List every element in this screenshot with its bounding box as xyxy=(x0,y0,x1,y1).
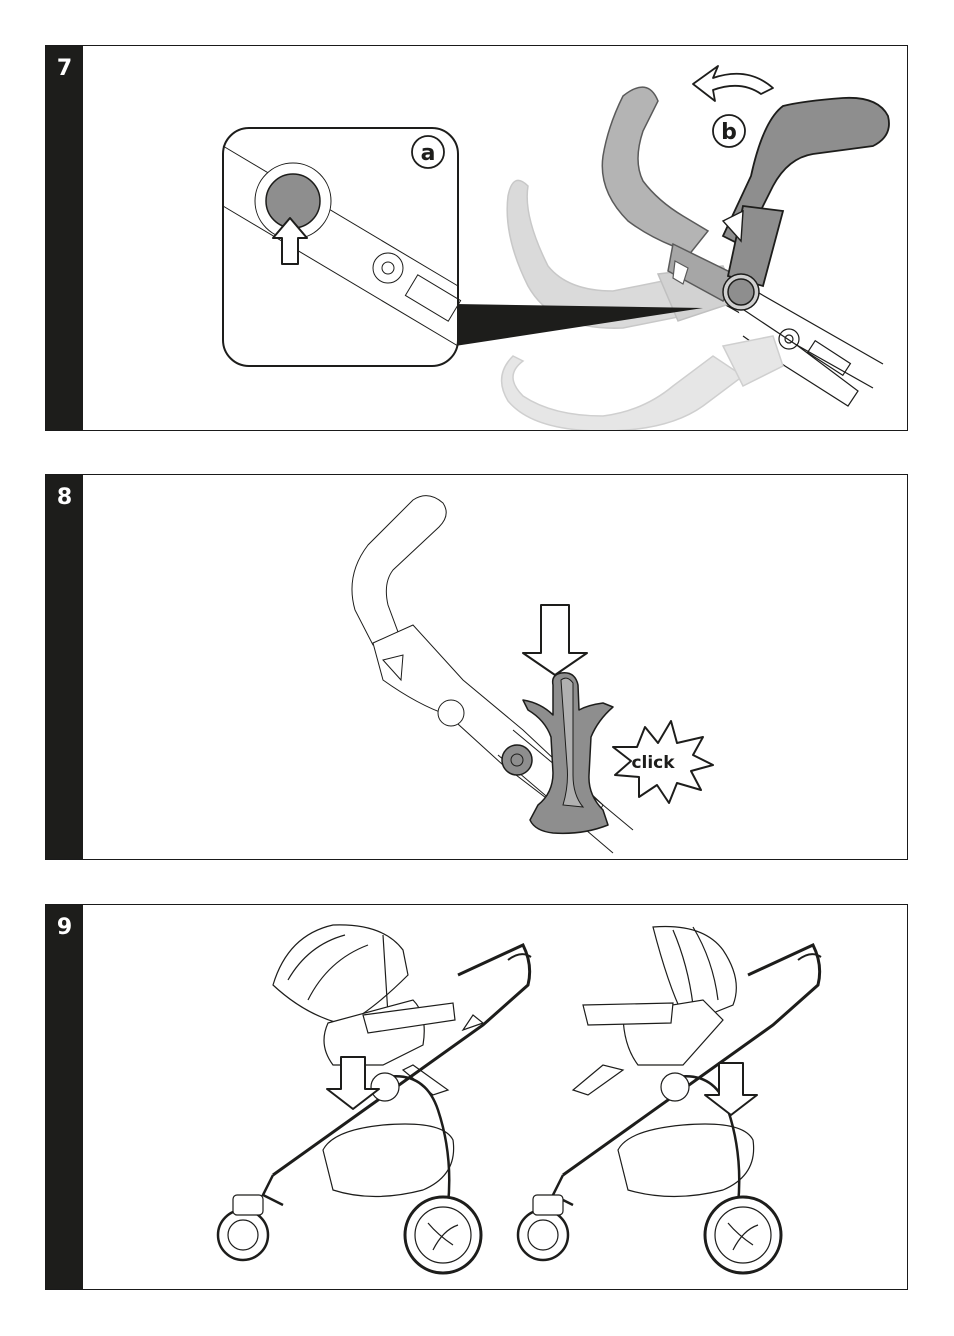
curved-arrow-left-icon xyxy=(693,66,773,101)
handle-position-low xyxy=(502,336,783,430)
step-8-illustration: click xyxy=(83,475,908,859)
stroller-right xyxy=(518,926,821,1273)
step-7-panel: 7 xyxy=(45,45,908,431)
step-7-number: 7 xyxy=(46,56,83,81)
callout-a-label: a xyxy=(421,141,436,166)
step-9-panel: 9 xyxy=(45,904,908,1290)
step-8-panel: 8 click xyxy=(45,474,908,860)
zoom-connector xyxy=(455,304,703,346)
step-9-number: 9 xyxy=(46,915,83,940)
step-9-bar: 9 xyxy=(46,905,83,1289)
handle-position-final xyxy=(723,98,889,310)
frame-knob xyxy=(502,745,532,775)
arrow-down-icon xyxy=(523,605,587,675)
callout-b: b xyxy=(713,115,745,147)
zoom-detail-a: a xyxy=(223,128,461,366)
step-9-illustration xyxy=(83,905,908,1289)
step-7-bar: 7 xyxy=(46,46,83,430)
starburst-icon: click xyxy=(613,721,713,803)
step-8-number: 8 xyxy=(46,485,83,510)
arrow-down-icon xyxy=(705,1063,757,1115)
stroller-left xyxy=(218,925,531,1273)
callout-b-label: b xyxy=(721,120,737,145)
click-label: click xyxy=(631,753,675,773)
step-8-bar: 8 xyxy=(46,475,83,859)
step-7-illustration: b a xyxy=(83,46,908,430)
